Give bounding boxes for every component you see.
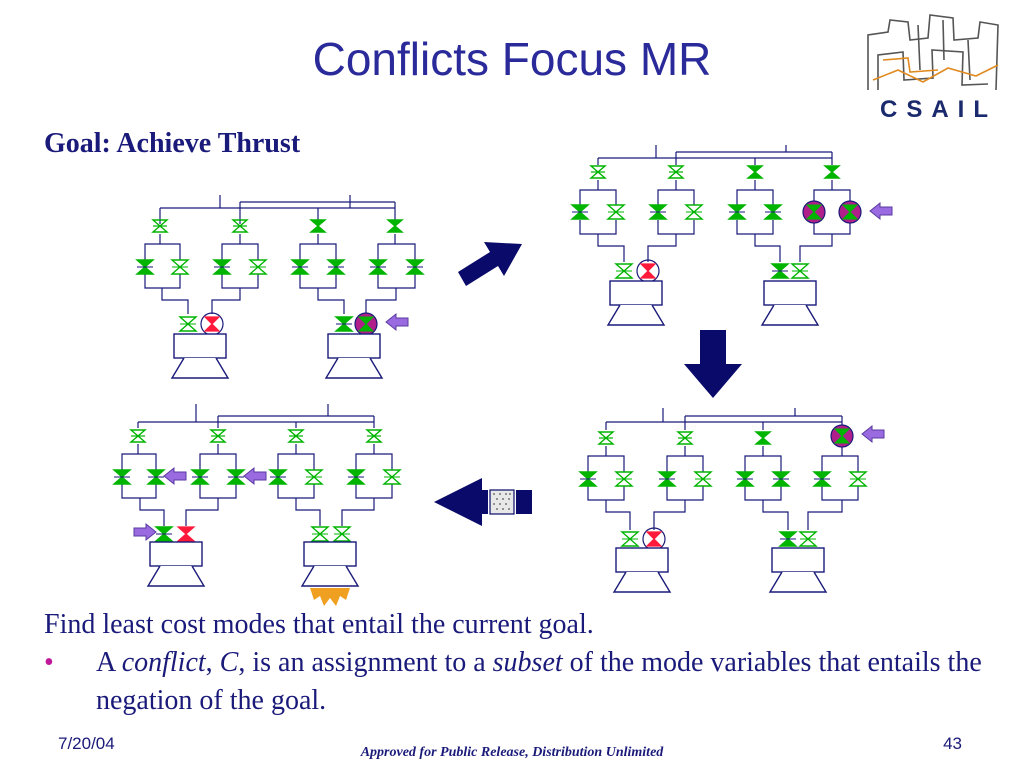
page-number: 43 (943, 734, 962, 753)
panel-solution-valves (113, 429, 401, 606)
arrow-step-1 (458, 242, 522, 286)
panel-conflict-2-valves (579, 424, 885, 593)
conflict-diagram (113, 145, 893, 606)
bullet-marker: • (44, 647, 54, 678)
panel-solution (121, 404, 393, 526)
arrow-step-2 (684, 330, 742, 398)
footer-notice: Approved for Public Release, Distributio… (360, 745, 664, 760)
bullet-rest-1: , is an assignment to a (238, 647, 493, 678)
panel-conflict-2 (587, 408, 859, 530)
panel-conflict-1 (579, 145, 851, 262)
panel-initial (144, 195, 416, 314)
bullet-c: C (219, 647, 239, 678)
bullet-text-a: A (96, 647, 122, 678)
slide-body: Find least cost modes that entail the cu… (44, 606, 994, 720)
body-line-1: Find least cost modes that entail the cu… (44, 609, 594, 640)
bullet-comma: , (205, 647, 220, 678)
bullet-item: • A conflict, C, is an assignment to a s… (44, 644, 994, 720)
goal-label: Goal: Achieve Thrust (44, 128, 301, 159)
csail-logo-text: CSAIL (880, 96, 997, 123)
thrust-flame (310, 588, 350, 606)
footer-date: 7/20/04 (58, 734, 115, 753)
bullet-conflict: conflict (121, 647, 206, 678)
csail-logo (867, 14, 999, 91)
arrow-step-3 (434, 478, 532, 526)
slide-title: Conflicts Focus MR (312, 33, 712, 85)
bullet-subset: subset (492, 647, 563, 678)
bullet-rest-2: of the mode variables that entails the n… (96, 647, 982, 716)
